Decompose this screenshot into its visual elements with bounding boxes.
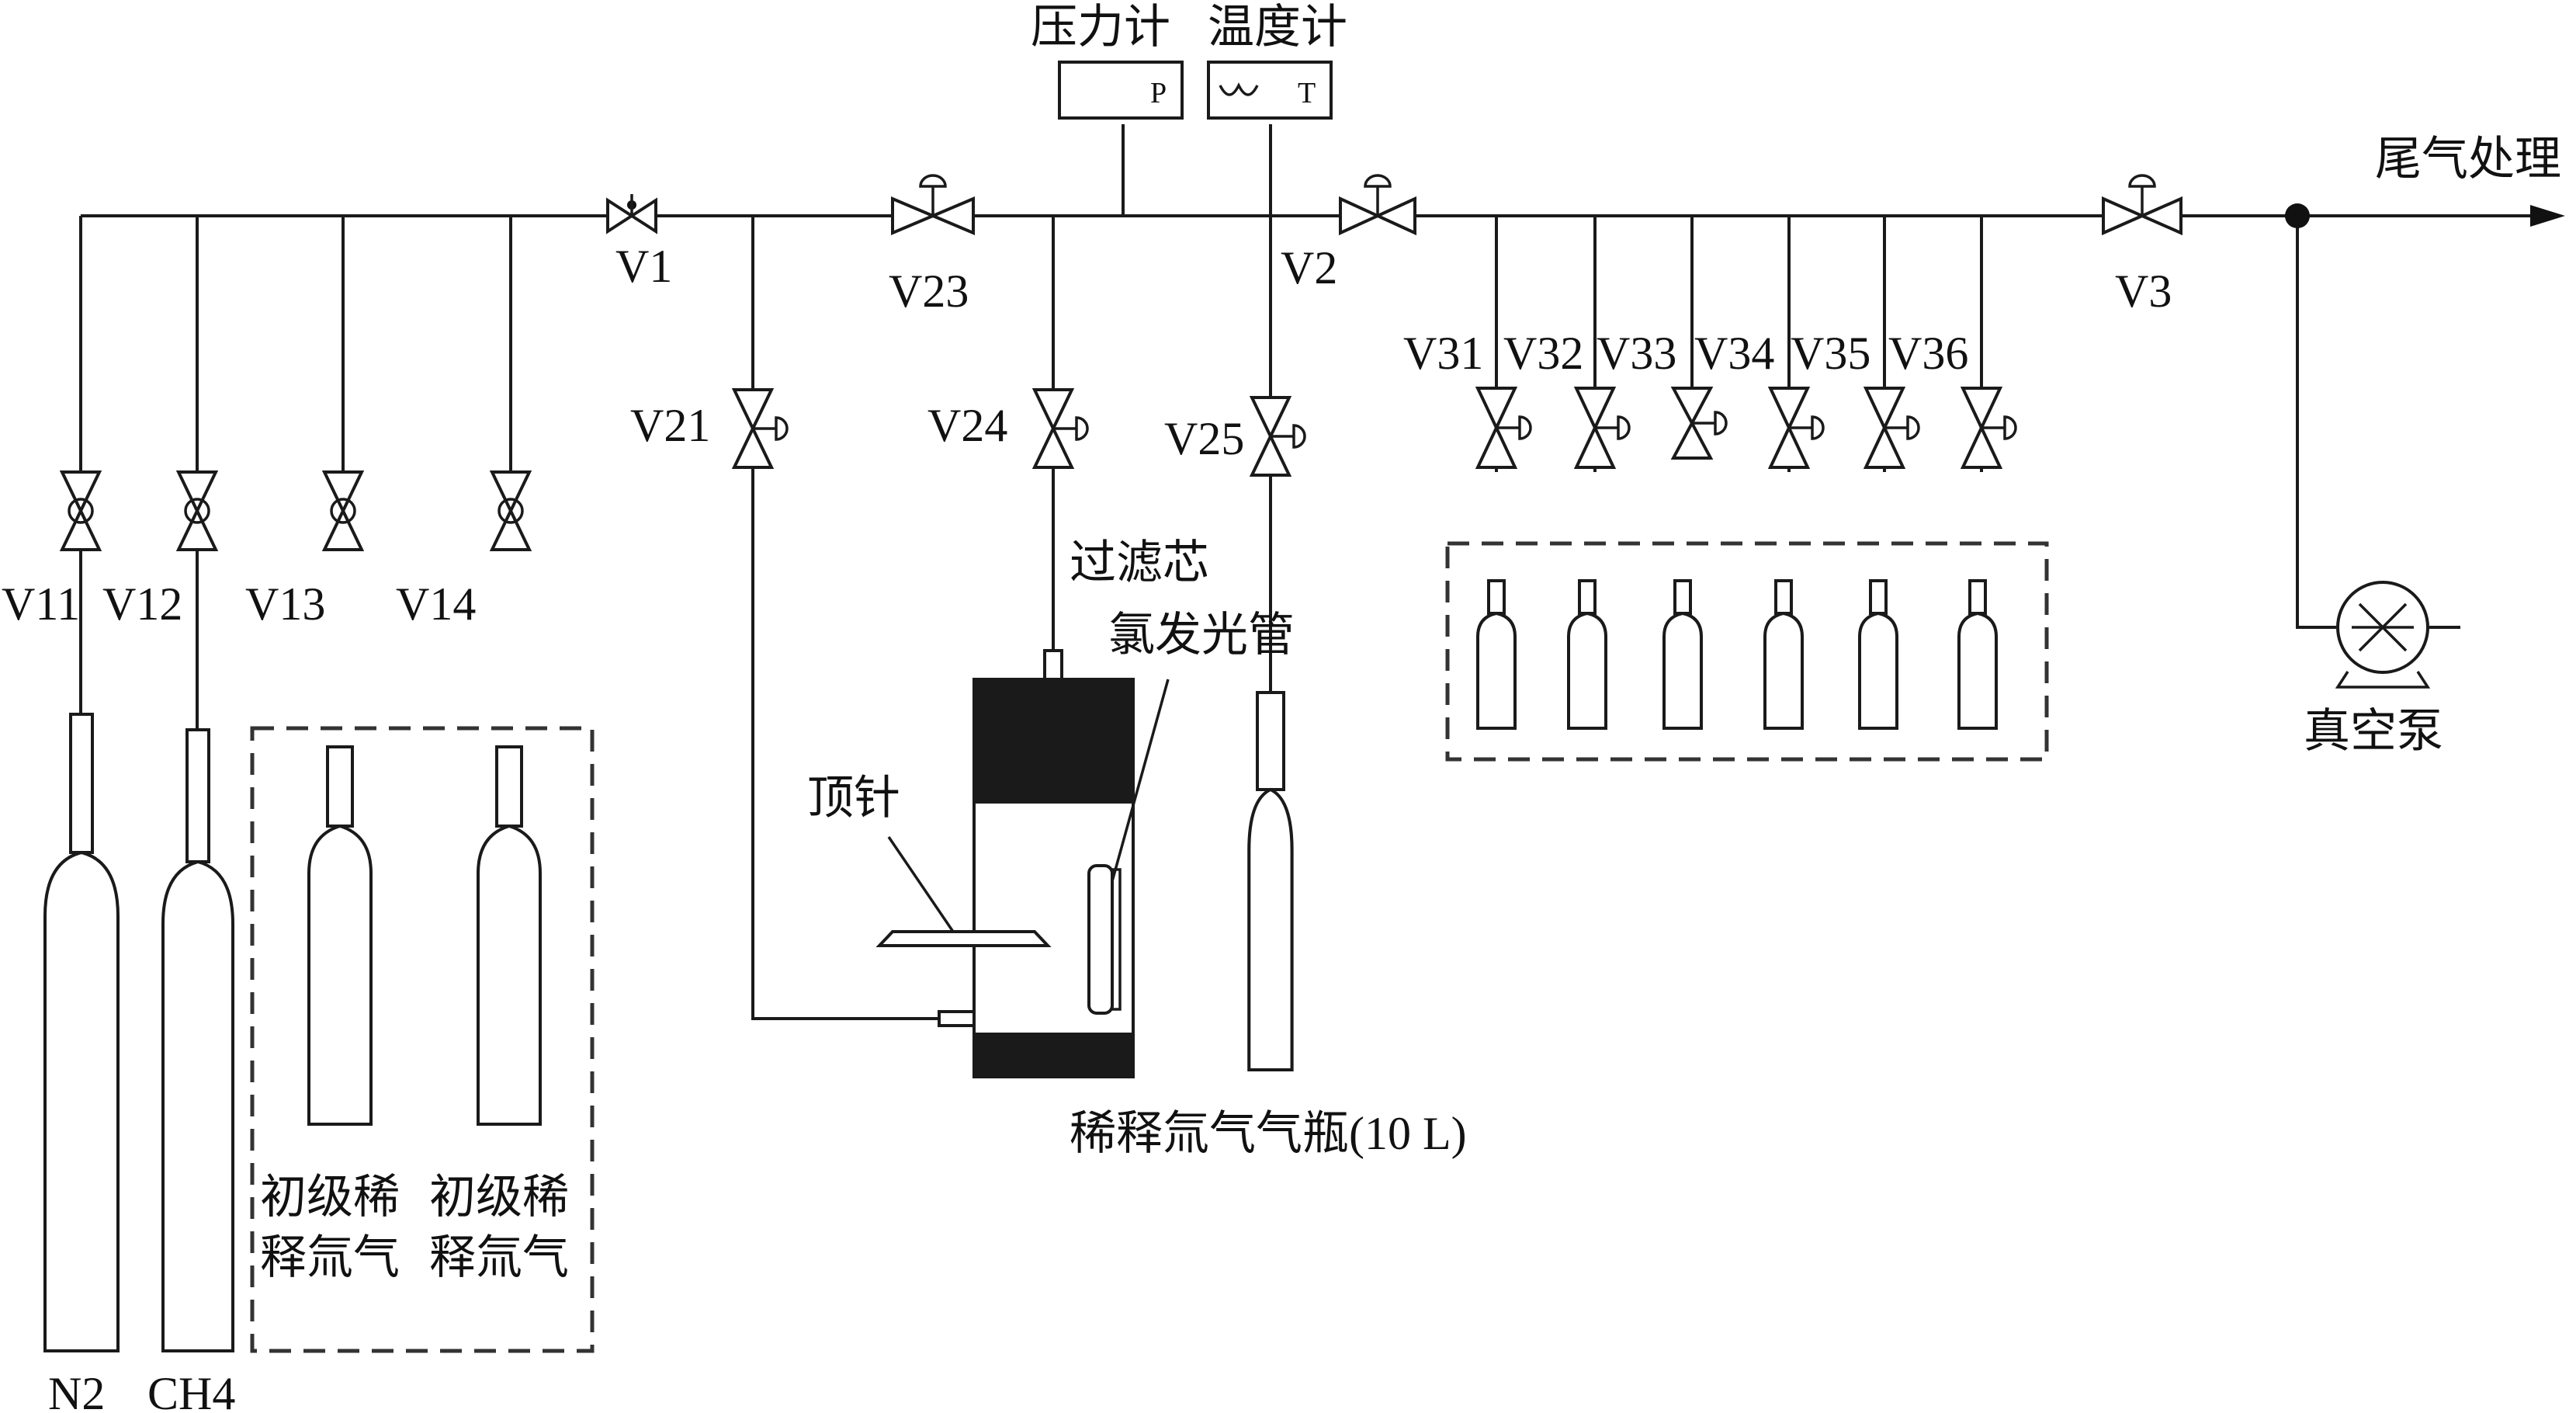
label-v2: V2 (1281, 242, 1337, 293)
pin-leader (887, 836, 955, 932)
valve-v3[interactable] (2102, 174, 2182, 236)
pressure-gauge-icon (1058, 61, 1184, 120)
small-cylinder-3 (1662, 579, 1703, 730)
label-v35: V35 (1791, 328, 1870, 379)
valve-v2[interactable] (1339, 174, 1416, 236)
thermometer-label: 温度计 (1208, 2, 1347, 53)
chamber-inlet-stub (938, 1010, 976, 1027)
label-v25: V25 (1164, 413, 1244, 464)
label-v14: V14 (396, 578, 476, 630)
lamp-tube-icon (1087, 864, 1114, 1015)
valve-v13[interactable] (321, 470, 365, 551)
lamp-leader (1111, 679, 1170, 882)
ch4-cylinder (161, 728, 234, 1352)
small-cylinder-2 (1567, 579, 1607, 730)
valve-v36[interactable] (1960, 387, 2017, 469)
exhaust-label: 尾气处理 (2375, 134, 2561, 185)
cylinder-bank-box (1445, 541, 2049, 762)
dilution-bottle (1247, 691, 1294, 1071)
valve-v1[interactable] (606, 194, 657, 234)
junction-dot-icon (2285, 203, 2310, 228)
pressure-gauge-label: 压力计 (1031, 2, 1170, 53)
valve-v23[interactable] (891, 174, 975, 236)
exhaust-arrow-icon (2530, 205, 2565, 227)
small-cylinder-5 (1858, 579, 1898, 730)
scintillation-chamber (875, 649, 1170, 1078)
label-v34: V34 (1694, 328, 1774, 379)
cylinder-bank (1476, 579, 1998, 730)
pressure-symbol: P (1150, 77, 1167, 109)
valve-v32[interactable] (1573, 387, 1631, 469)
valve-v24[interactable] (1031, 388, 1089, 469)
label-v12: V12 (102, 578, 182, 630)
vacuum-pipe (2296, 216, 2336, 629)
chamber-top-cap (974, 679, 1133, 804)
label-v11: V11 (2, 578, 80, 630)
label-v21: V21 (630, 400, 710, 451)
valve-v25[interactable] (1249, 396, 1306, 477)
valve-v31[interactable] (1475, 387, 1532, 469)
ch4-label: CH4 (147, 1368, 235, 1413)
label-v33: V33 (1597, 328, 1676, 379)
primary-a-line2: 释氚气 (260, 1232, 400, 1283)
filter-label: 过滤芯 (1070, 537, 1209, 588)
valve-v12[interactable] (175, 470, 219, 551)
valve-v33[interactable] (1670, 387, 1728, 460)
vacuum-pump-icon (2335, 581, 2431, 689)
chamber-bottom-cap (974, 1033, 1133, 1077)
dilution-bottle-label: 稀释氚气气瓶(10 L) (1070, 1108, 1467, 1159)
valve-v11[interactable] (59, 470, 102, 551)
label-v36: V36 (1888, 328, 1968, 379)
primary-b-line1: 初级稀 (429, 1172, 569, 1223)
primary-cylinder-b (477, 745, 542, 1126)
valve-v21[interactable] (731, 388, 789, 469)
label-v1: V1 (615, 241, 672, 292)
primary-b-line2: 释氚气 (429, 1232, 569, 1283)
primary-cylinders-box (250, 726, 595, 1353)
small-cylinder-6 (1957, 579, 1998, 730)
pin-label: 顶针 (807, 772, 900, 824)
label-v13: V13 (245, 578, 325, 630)
label-v32: V32 (1503, 328, 1583, 379)
primary-a-line1: 初级稀 (260, 1172, 400, 1223)
valve-v35[interactable] (1863, 387, 1920, 469)
n2-cylinder (43, 713, 120, 1352)
thermo-symbol: T (1298, 77, 1316, 109)
v21-pipe (751, 216, 939, 1020)
label-v23: V23 (889, 266, 969, 317)
filter-nozzle (1043, 649, 1063, 681)
n2-label: N2 (48, 1368, 105, 1413)
primary-cylinder-a (307, 745, 373, 1126)
valve-v34[interactable] (1767, 387, 1825, 469)
label-v3: V3 (2115, 266, 2172, 317)
label-v31: V31 (1403, 328, 1483, 379)
valve-v14[interactable] (489, 470, 532, 551)
lamp-label: 氯发光管 (1108, 609, 1295, 661)
small-cylinder-1 (1476, 579, 1517, 730)
thermometer-icon (1207, 61, 1333, 120)
small-cylinder-4 (1763, 579, 1804, 730)
label-v24: V24 (927, 400, 1007, 451)
pin-icon (875, 930, 1052, 947)
vacuum-pump-label: 真空泵 (2304, 706, 2443, 757)
